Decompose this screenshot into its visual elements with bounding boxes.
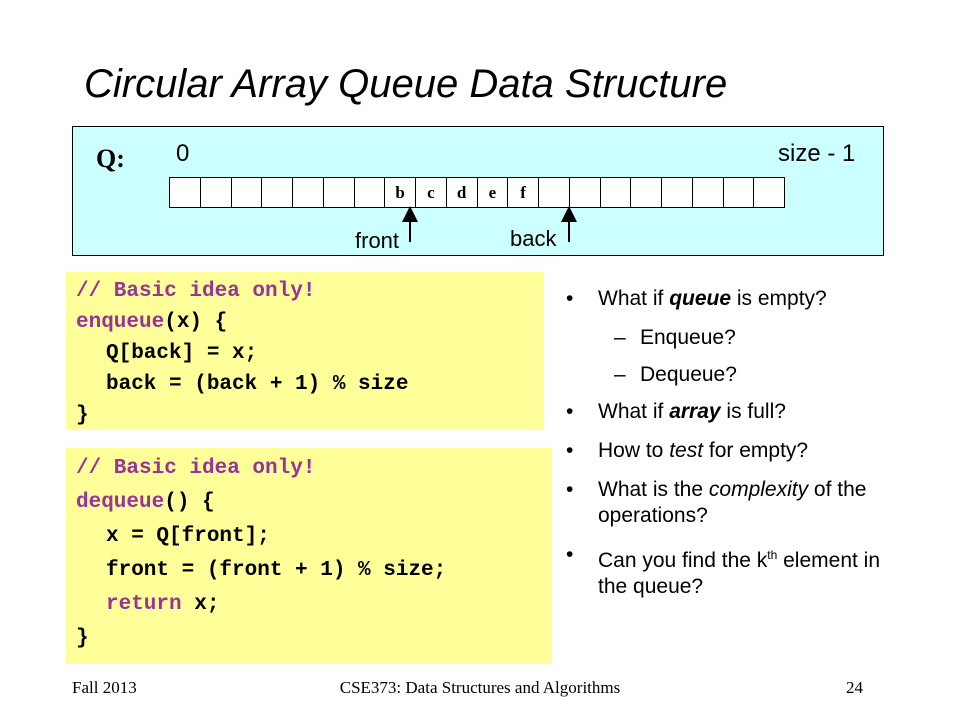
code-line: x = Q[front]; [106, 525, 270, 548]
function-name: dequeue [76, 491, 165, 514]
dequeue-code-block: // Basic idea only! dequeue() { x = Q[fr… [66, 448, 552, 664]
array-cell [199, 177, 232, 208]
bullet-item: What is the complexity of the operations… [566, 477, 906, 529]
array-cell [661, 177, 693, 208]
array-cell [753, 177, 785, 208]
queue-label: Q: [96, 144, 125, 173]
front-label: front [355, 228, 400, 253]
code-close-brace: } [76, 404, 89, 427]
footer-page-number: 24 [846, 678, 863, 697]
array-cell: f [507, 177, 539, 208]
array-cell [599, 177, 632, 208]
sub-bullet-item: –Dequeue? [614, 363, 737, 386]
bullet-item: What if queue is empty? [566, 286, 906, 312]
array-cell [722, 177, 755, 208]
return-keyword: return [106, 593, 182, 616]
footer-date: Fall 2013 [72, 678, 137, 697]
code-line: back = (back + 1) % size [106, 373, 409, 396]
footer-course: CSE373: Data Structures and Algorithms [339, 678, 621, 697]
array-cell: b [384, 177, 416, 208]
bullet-item: What if array is full? [566, 399, 906, 425]
array-cell [261, 177, 293, 208]
array-cell [691, 177, 724, 208]
array-cell [568, 177, 601, 208]
code-comment: // Basic idea only! [76, 280, 316, 303]
function-signature: (x) { [164, 311, 228, 334]
array-cell [538, 177, 570, 208]
code-line: x; [181, 593, 220, 616]
function-name: enqueue [76, 311, 165, 334]
code-comment: // Basic idea only! [76, 457, 316, 480]
code-line: front = (front + 1) % size; [106, 559, 447, 582]
index-start-label: 0 [176, 140, 190, 167]
array-cell: e [476, 177, 509, 208]
code-line: Q[back] = x; [106, 342, 258, 365]
bullet-item: Can you find the kth element in the queu… [566, 542, 906, 600]
bullet-list: What if queue is empty? –Enqueue? –Deque… [566, 286, 906, 613]
back-label: back [510, 226, 557, 251]
index-end-label: size - 1 [778, 140, 856, 167]
enqueue-code-block: // Basic idea only! enqueue(x) { Q[back]… [66, 272, 544, 430]
code-close-brace: } [76, 627, 89, 650]
slide-title: Circular Array Queue Data Structure [84, 62, 728, 106]
bullet-item: How to test for empty? [566, 438, 906, 464]
sub-bullet-item: –Enqueue? [614, 326, 736, 349]
function-signature: () { [164, 491, 215, 514]
